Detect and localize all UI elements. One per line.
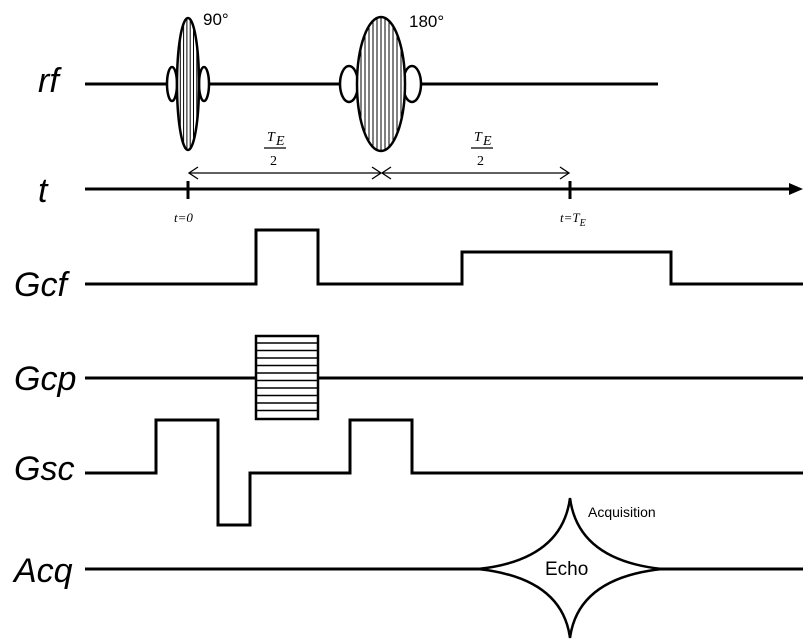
t0-label: t=0 [174,210,193,225]
rf-pulse-90 [165,16,211,152]
acquisition-label: Acquisition [588,504,656,520]
half-te-span-2 [380,166,571,180]
time-axis-arrowhead [789,183,803,195]
echo-signal [477,497,663,639]
acq-row-label: Acq [12,552,73,590]
gcf-waveform [85,228,803,286]
rf-90-label: 90° [203,10,229,29]
rf-180-left-sidelobe [338,64,360,104]
svg-text:T: T [474,130,483,145]
gsc-waveform [85,418,803,527]
rf-180-stripes [360,18,402,150]
svg-text:E: E [275,134,285,149]
svg-text:E: E [482,134,492,149]
rf-90-stripes [179,19,198,149]
rf-180-label: 180° [409,12,444,31]
svg-text:T: T [267,130,276,145]
rf-pulse-180 [338,15,423,153]
gcp-phase-table [254,334,320,421]
gcf-row-label: Gcf [14,266,70,304]
rf-90-right-sidelobe [197,65,211,103]
half-te-fraction-1: T E 2 [264,130,286,169]
half-te-fraction-2: T E 2 [471,130,493,169]
te-label: t=TE [560,210,586,229]
svg-text:2: 2 [477,154,484,169]
t-row-label: t [38,172,49,210]
rf-90-left-sidelobe [165,65,179,103]
half-te-span-1 [187,166,383,180]
echo-label: Echo [545,559,588,580]
gcp-row-label: Gcp [14,360,76,398]
gcp-phase-steps [256,342,318,412]
rf-row-label: rf [38,62,62,100]
svg-text:2: 2 [270,154,277,169]
gsc-row-label: Gsc [14,450,74,488]
